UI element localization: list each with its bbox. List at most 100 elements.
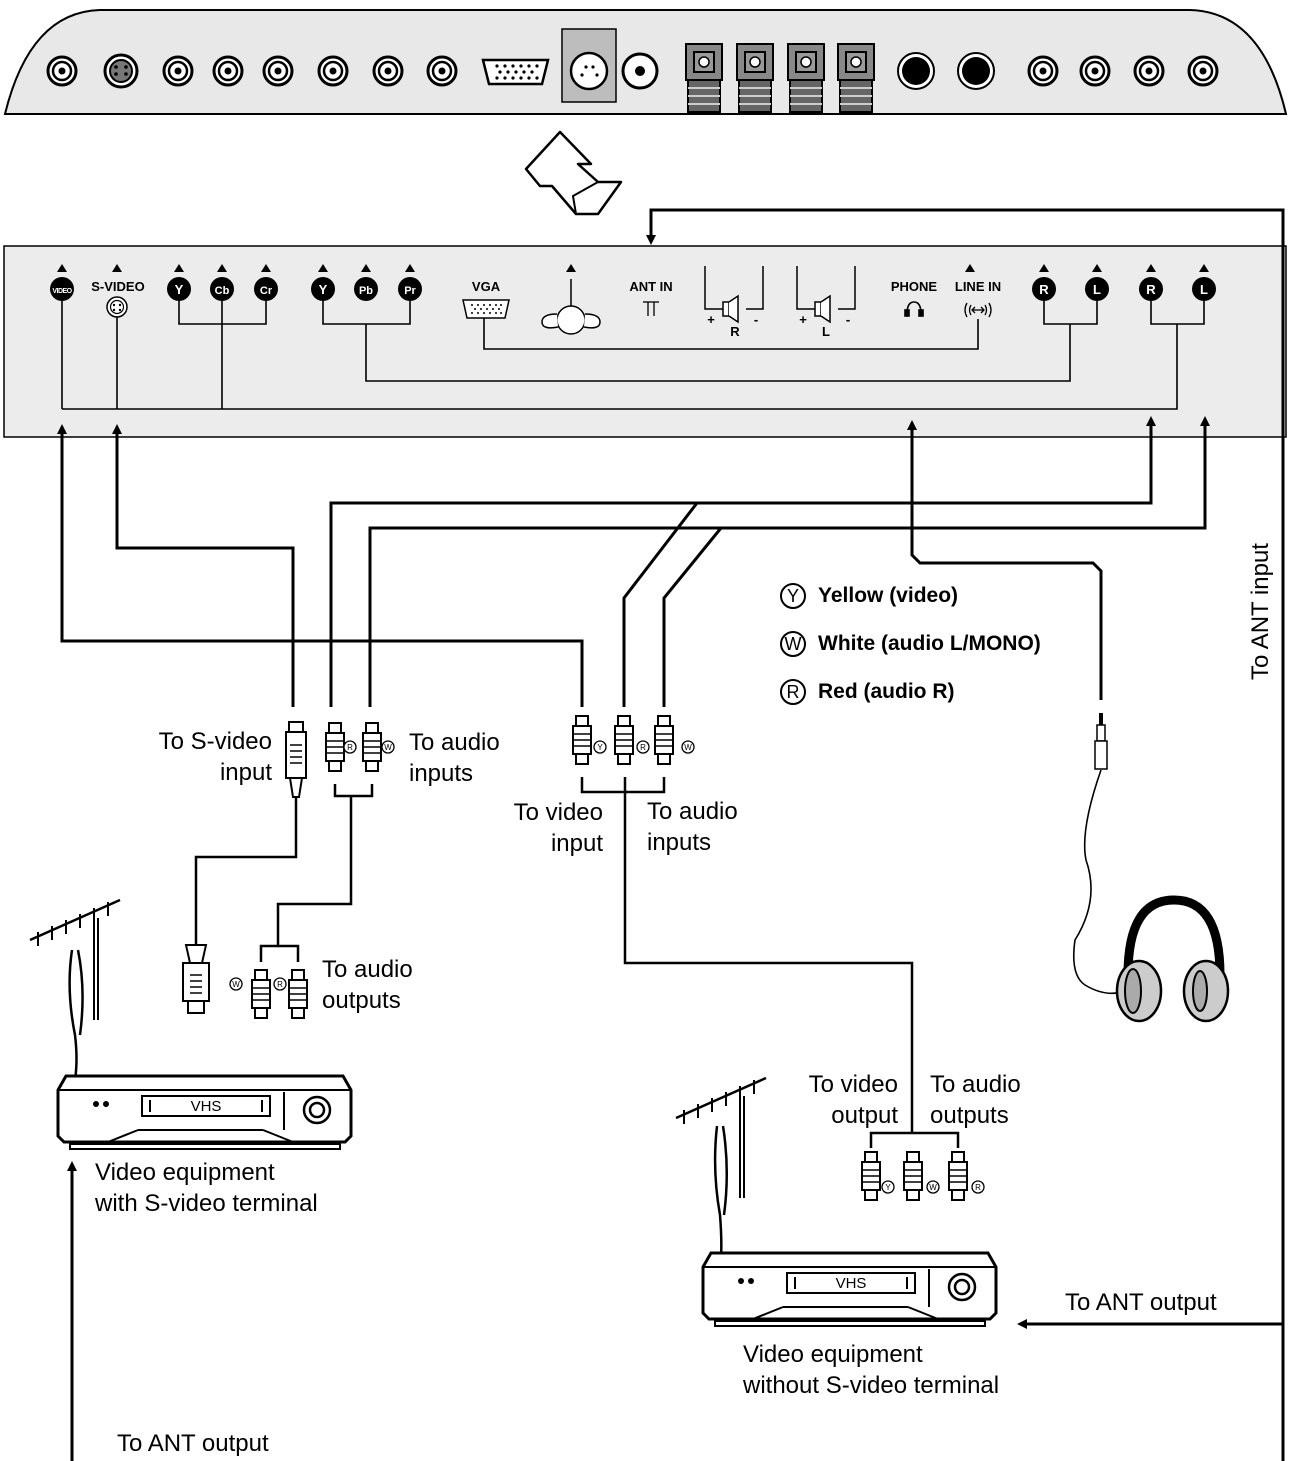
speaker-r-minus: - <box>754 312 758 327</box>
to-video-input-label: To video input <box>513 799 603 857</box>
to-video-output-label: To video output <box>808 1071 898 1129</box>
svg-text:L: L <box>1093 282 1101 297</box>
vhs-label-2: VHS <box>836 1275 867 1292</box>
svg-text:L: L <box>1200 282 1208 297</box>
to-svideo-input-label: To S-video input <box>158 728 272 786</box>
vhs-label-1: VHS <box>191 1098 222 1115</box>
phone-label: PHONE <box>891 279 938 294</box>
svideo-label: S-VIDEO <box>91 279 144 294</box>
device-cables <box>68 769 1133 1259</box>
audio-r-cable-1 <box>329 416 1156 707</box>
headphone-plug <box>1094 713 1108 770</box>
vcr1-caption: Video equipment with S-video terminal <box>95 1159 318 1217</box>
plug-color-mark-text: R W Y R W W R Y W R <box>232 743 981 1192</box>
video-jack: VIDEO <box>50 277 74 301</box>
to-audio-inputs-label-2: To audio inputs <box>647 798 738 856</box>
svg-text:W: W <box>232 980 240 989</box>
svg-text:Y: Y <box>319 282 328 297</box>
ant-in-symbol <box>643 301 659 316</box>
legend-red: R Red (audio R) <box>780 679 955 705</box>
svg-text:Y: Y <box>175 282 184 297</box>
svideo-jack <box>106 296 128 318</box>
svg-text:R: R <box>975 1183 981 1192</box>
top-ant-jack <box>621 52 659 90</box>
speaker-r-plus: + <box>707 312 715 327</box>
audio-w-cable-1 <box>368 416 1210 707</box>
to-audio-inputs-label-1: To audio inputs <box>409 729 500 787</box>
antenna-1 <box>28 898 122 1022</box>
phone-cable <box>907 420 1103 700</box>
line-in-label: LINE IN <box>955 279 1001 294</box>
to-audio-outputs-label-2: To audio outputs <box>930 1071 1021 1129</box>
plug-color-marks <box>229 740 985 1194</box>
y-pb-pr-jacks: Y Pb Pr <box>311 277 422 301</box>
audio-rl-jacks: R L R L <box>1032 277 1216 301</box>
port-marker-arrows <box>57 264 1209 272</box>
to-ant-output-label-2: To ANT output <box>1065 1289 1217 1316</box>
audio-w-cable-2 <box>662 527 723 707</box>
to-audio-outputs-label-1: To audio outputs <box>322 956 413 1014</box>
svg-text:W: W <box>384 743 392 752</box>
to-ant-input-label: To ANT input <box>1247 543 1274 680</box>
legend-white-text: White (audio L/MONO) <box>818 632 1041 655</box>
speaker-r-label: R <box>730 324 740 339</box>
din-jack <box>541 279 601 335</box>
svg-text:Pb: Pb <box>359 285 373 297</box>
svideo-plug-bottom <box>182 944 210 1014</box>
rca-plugs-group-2 <box>572 715 674 765</box>
panel-group-lines <box>61 301 1205 410</box>
legend-yellow-mark: Y <box>780 583 806 609</box>
rca-plugs-vcr1 <box>251 969 308 1019</box>
speaker-l-terminal <box>796 266 856 324</box>
speaker-l-label: L <box>822 324 830 339</box>
vga-label: VGA <box>472 279 501 294</box>
legend-yellow: Y Yellow (video) <box>780 583 958 609</box>
vga-port <box>462 299 510 319</box>
cables <box>57 208 1285 1461</box>
vcr-with-svideo: VHS <box>56 1074 353 1151</box>
svideo-plug-top <box>285 721 307 798</box>
svg-text:R: R <box>347 743 353 752</box>
svideo-cable <box>112 424 295 707</box>
connector-panel: VIDEO S-VIDEO Y Cb Cr Y Pb Pr VGA <box>3 245 1287 438</box>
svg-text:Y: Y <box>597 743 603 752</box>
svg-text:Cr: Cr <box>260 285 273 297</box>
panel-orientation-arrow <box>524 130 623 216</box>
antenna-2 <box>674 1076 768 1200</box>
legend-red-text: Red (audio R) <box>818 680 955 703</box>
rca-plugs-vcr2 <box>861 1151 968 1201</box>
ant-input-cable <box>646 208 1285 1461</box>
svg-text:Pr: Pr <box>404 285 416 297</box>
top-svideo-jack <box>103 53 139 89</box>
top-din-jack <box>569 51 609 91</box>
svg-text:R: R <box>640 743 646 752</box>
to-ant-output-label-1: To ANT output <box>117 1430 269 1457</box>
svg-text:VIDEO: VIDEO <box>52 288 72 295</box>
top-phone-jacks <box>897 52 995 90</box>
ant-in-label: ANT IN <box>629 279 672 294</box>
top-rear-panel <box>3 9 1288 115</box>
line-in-icon <box>964 302 992 318</box>
top-vga-port <box>481 58 550 86</box>
svg-text:R: R <box>1039 282 1049 297</box>
legend-red-mark: R <box>780 679 806 705</box>
svg-text:W: W <box>929 1183 937 1192</box>
headphones <box>1115 895 1230 1023</box>
svg-text:Cb: Cb <box>215 285 230 297</box>
legend-white: W White (audio L/MONO) <box>780 631 1041 657</box>
svg-text:R: R <box>277 980 283 989</box>
speaker-l-plus: + <box>799 312 807 327</box>
headphone-icon <box>904 301 924 317</box>
svg-text:W: W <box>684 743 692 752</box>
top-speaker-terminals <box>685 43 875 113</box>
top-rca-jacks <box>46 53 458 89</box>
legend-white-mark: W <box>780 631 806 657</box>
speaker-r-terminal <box>704 266 764 324</box>
y-cb-cr-jacks: Y Cb Cr <box>167 277 278 301</box>
speaker-l-minus: - <box>846 312 850 327</box>
audio-r-cable-2 <box>622 502 699 707</box>
svg-text:Y: Y <box>885 1183 891 1192</box>
svg-text:R: R <box>1146 282 1156 297</box>
vcr2-caption: Video equipment without S-video terminal <box>743 1341 1000 1399</box>
